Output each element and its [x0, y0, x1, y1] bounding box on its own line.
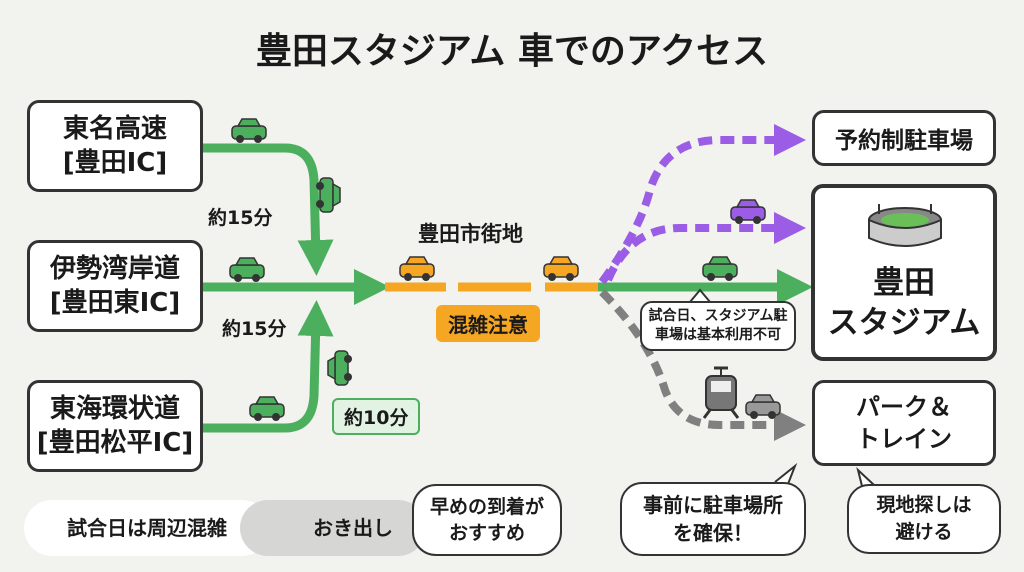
- route-tokai: [203, 300, 334, 433]
- car-icon: [730, 199, 766, 224]
- origin-ic: [豊田松平IC]: [36, 428, 194, 458]
- tip-text: 現地探しは: [876, 494, 972, 516]
- car-icon: [249, 396, 285, 421]
- origin-name: 伊勢湾岸道: [49, 254, 180, 284]
- car-icon: [316, 177, 341, 213]
- origin-tomei: 東名高速 [豊田IC]: [27, 100, 203, 192]
- tip-avoid-search: 現地探しは避ける: [847, 484, 1001, 554]
- tip-text: 事前に駐車場所: [643, 493, 783, 517]
- route-tomei: [203, 143, 334, 276]
- stadium-icon: [868, 204, 942, 247]
- train-icon: [702, 366, 740, 419]
- dest-park-and-train: パーク＆ トレイン: [812, 380, 996, 466]
- dest-label: パーク＆: [856, 393, 952, 421]
- time-label: 約10分: [332, 398, 421, 435]
- notice-text: 車場は基本利用不可: [655, 327, 781, 343]
- car-icon: [399, 256, 435, 281]
- note-text: おすすめ: [448, 522, 525, 544]
- origin-ic: [豊田東IC]: [49, 288, 181, 318]
- origin-name: 東海環状道: [49, 394, 180, 424]
- tip-text: 避ける: [895, 521, 953, 543]
- dest-stadium: 豊田スタジアム: [811, 184, 997, 361]
- gray-route-park: [599, 289, 806, 441]
- car-icon: [231, 118, 267, 143]
- dest-label: スタジアム: [827, 305, 981, 341]
- early-arrival-note: 早めの到着がおすすめ: [412, 484, 562, 556]
- tip-reserve-parking: 事前に駐車場所を確保！: [620, 482, 806, 556]
- congestion-note: 試合日は周辺混雑: [24, 500, 270, 556]
- avoid-tip-tail: [856, 466, 875, 487]
- dest-label: 予約制駐車場: [835, 128, 973, 154]
- car-icon: [745, 394, 781, 419]
- purple-route-stadium: [604, 212, 806, 282]
- car-icon: [543, 256, 579, 281]
- reserve-tip-tail: [774, 462, 798, 485]
- cars: [229, 118, 781, 421]
- car-icon: [229, 257, 265, 282]
- origin-ic: [豊田IC]: [62, 148, 168, 178]
- dest-reserved-parking: 予約制駐車場: [812, 110, 996, 166]
- notice-text: 試合日、スタジアム駐: [648, 308, 788, 324]
- time-label: 約15分: [222, 318, 287, 340]
- page-title: 豊田スタジアム 車でのアクセス: [255, 31, 769, 72]
- note-text: 早めの到着が: [429, 496, 544, 518]
- early-departure-note: おき出し: [240, 500, 426, 556]
- tip-text: を確保！: [673, 521, 753, 545]
- green-routes: [203, 143, 813, 433]
- origin-name: 東名高速: [62, 114, 167, 144]
- parking-notice: 試合日、スタジアム駐車場は基本利用不可: [640, 301, 796, 351]
- city-label: 豊田市街地: [418, 222, 523, 246]
- dest-label: トレイン: [856, 425, 952, 453]
- time-label: 約15分: [208, 207, 273, 229]
- origin-isewan: 伊勢湾岸道 [豊田東IC]: [27, 240, 203, 332]
- congestion-badge: 混雑注意: [436, 305, 540, 342]
- car-icon: [702, 256, 738, 281]
- dest-label: 豊田: [873, 265, 935, 301]
- origin-tokai: 東海環状道 [豊田松平IC]: [27, 380, 203, 472]
- car-icon: [327, 350, 352, 386]
- notice-tail: [689, 288, 711, 303]
